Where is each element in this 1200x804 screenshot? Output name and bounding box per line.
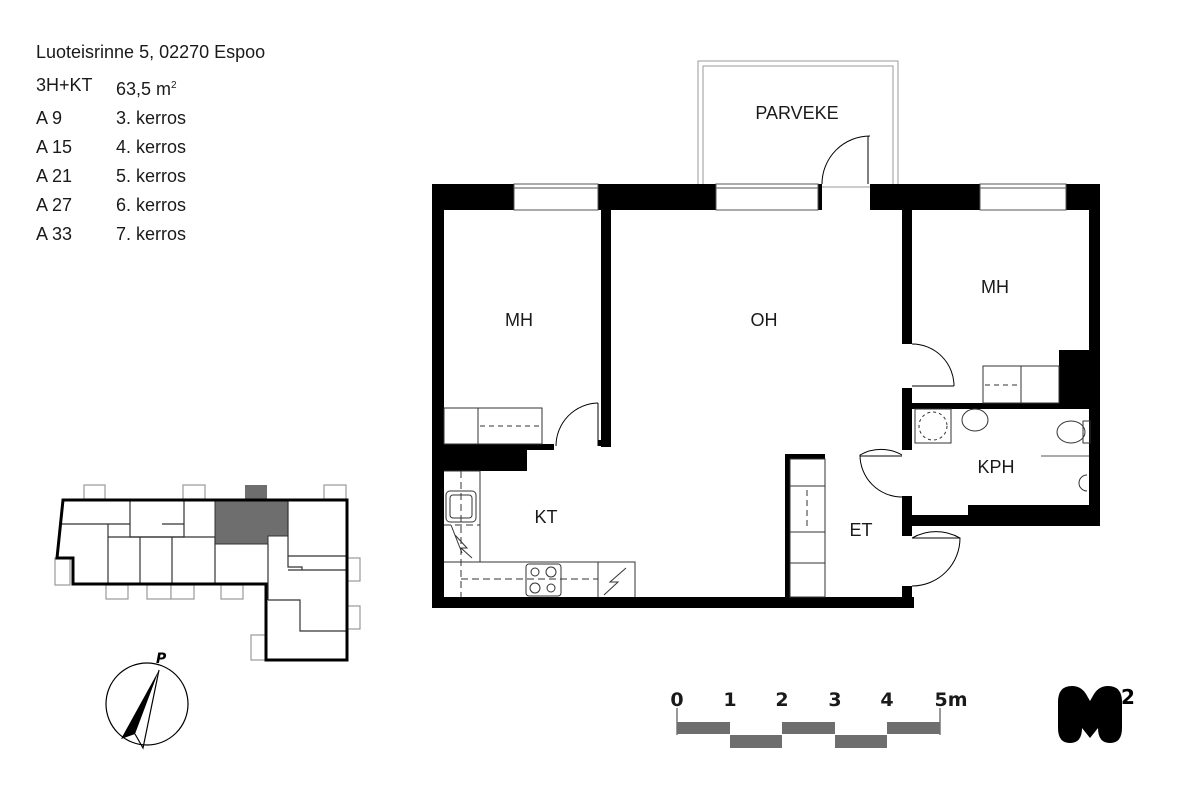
address: Luoteisrinne 5, 02270 Espoo [36, 42, 266, 62]
svg-text:2: 2 [775, 689, 788, 711]
room-label-bedroom-left: MH [505, 310, 533, 330]
svg-text:5m: 5m [934, 689, 967, 711]
scale-bar: 0 1 2 3 4 5m [670, 689, 968, 748]
north-arrow-icon: P [105, 651, 189, 750]
room-label-balcony: PARVEKE [755, 103, 838, 123]
apartment-info: Luoteisrinne 5, 02270 Espoo 3H+KT 63,5 m… [36, 38, 265, 249]
svg-text:P: P [156, 651, 167, 667]
site-key-plan [54, 484, 361, 662]
svg-text:2: 2 [1121, 685, 1135, 709]
room-label-kitchen: KT [534, 507, 557, 527]
room-label-entrance: ET [849, 520, 872, 540]
type-area-row: 3H+KT 63,5 m2 [36, 71, 265, 104]
apartment-area: 63,5 m2 [116, 79, 177, 99]
apartment-type: 3H+KT [36, 75, 93, 95]
doors [555, 135, 961, 587]
svg-text:4: 4 [880, 689, 893, 711]
room-label-bedroom-right: MH [981, 277, 1009, 297]
svg-text:3: 3 [828, 689, 841, 711]
m2-logo: 2 [1058, 685, 1135, 743]
svg-text:1: 1 [723, 689, 736, 711]
room-label-living-room: OH [751, 310, 778, 330]
svg-text:0: 0 [670, 689, 683, 711]
windows [513, 183, 1067, 211]
walls [432, 184, 1100, 608]
room-label-bathroom: KPH [977, 457, 1014, 477]
fixtures [443, 365, 1091, 598]
electric-icon [454, 534, 627, 596]
